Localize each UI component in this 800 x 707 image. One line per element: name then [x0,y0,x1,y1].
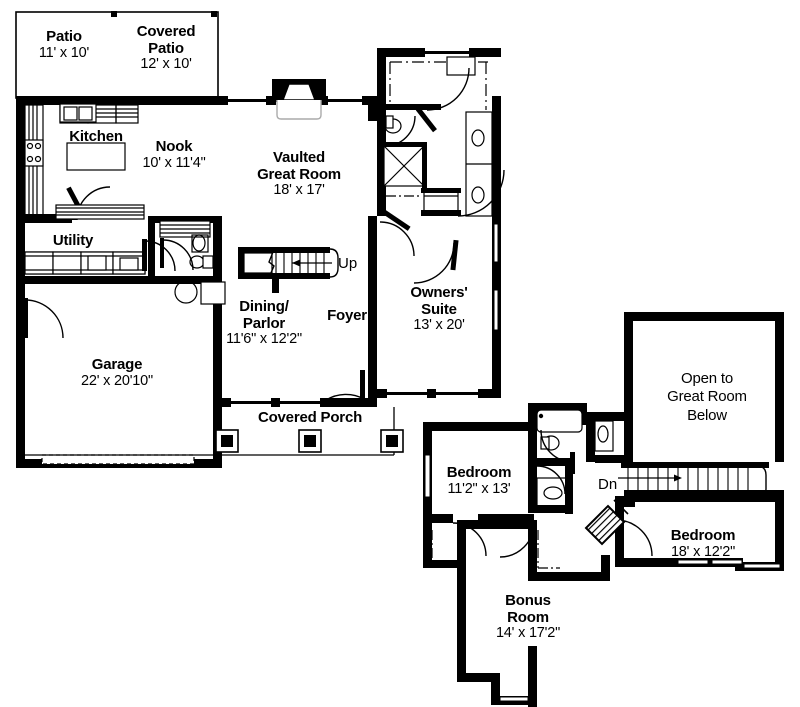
room-label-foyer: Foyer [327,307,367,324]
room-name-nook: Nook [155,138,193,155]
room-dim-nook-value: 10' x 11'4" [142,155,206,172]
room-dim-covered-patio: 12' x 10' [140,56,192,72]
utility-fixtures [24,204,176,275]
chimney-shaft [584,504,626,546]
master-bath-fixtures [377,56,505,257]
room-label-patio: Patio 11' x 10' [39,28,89,62]
bedroom-right-walls [615,490,784,571]
main-floor-walls [16,48,501,468]
room-name-utility: Utility [52,232,94,249]
front-door [320,370,368,407]
porch-post [298,429,322,453]
room-name-bedroom-left: Bedroom [446,464,512,481]
porch-post [214,437,234,457]
upper-floor-geometry [423,312,784,707]
room-dim-bonus-room: 14' x 17'2" [495,625,561,641]
room-label-kitchen: Kitchen [69,128,123,145]
room-label-bedroom-left: Bedroom 11'2" x 13' [446,464,512,498]
powder-bath-fixtures [159,220,214,271]
porch-post [215,429,239,453]
upper-left-closet-walls [423,520,457,568]
open-to-below-walls [624,312,784,462]
main-floor-geometry [15,11,505,468]
room-dim-bedroom-left: 11'2" x 13' [447,481,511,498]
room-name-owners-suite: Owners'Suite [410,284,468,318]
stair-up-graphic [238,247,339,293]
stair-down-graphic [613,462,775,515]
room-name-foyer: Foyer [327,307,367,324]
room-name-bedroom-right: Bedroom [670,527,736,544]
fireplace [272,79,326,120]
room-name-patio: Patio [46,28,82,45]
room-dim-owners-suite: 13' x 20' [413,317,465,333]
stair-up-label: Up [338,255,358,272]
bedroom-left-walls [423,422,534,523]
kitchen-fixtures [24,103,139,220]
room-dim-great-room: 18' x 17' [273,182,325,198]
room-label-utility: Utility [53,232,93,249]
room-name-garage: Garage [91,356,143,373]
room-label-bedroom-right: Bedroom 18' x 12'2" [670,527,736,561]
owners-suite-door [413,239,459,284]
room-label-nook: Nook 18' x 17' 10' x 11'4" [142,138,205,172]
room-name-dining-parlor: Dining/Parlor [239,298,289,332]
stair-down-label: Dn [598,476,618,493]
room-dim-bedroom-right: 18' x 12'2" [670,544,736,561]
upper-bath-fixtures [452,409,653,558]
patio-outline [15,11,219,99]
room-label-garage: Garage 22' x 20'10" [81,356,153,390]
room-dim-patio: 11' x 10' [38,45,90,62]
room-name-kitchen: Kitchen [69,128,123,145]
bonus-room-walls [457,520,610,707]
porch-post [380,429,404,453]
room-name-covered-porch: Covered Porch [257,409,363,426]
room-label-owners-suite: Owners'Suite 13' x 20' [410,284,468,334]
garage-fixtures [23,280,226,465]
room-label-dining-parlor: Dining/Parlor 11'6" x 12'2" [226,298,302,348]
room-dim-dining-parlor: 11'6" x 12'2" [226,331,302,347]
room-label-covered-porch: Covered Porch [258,409,362,426]
room-dim-garage: 22' x 20'10" [81,373,153,390]
covered-porch-geometry [16,398,404,464]
